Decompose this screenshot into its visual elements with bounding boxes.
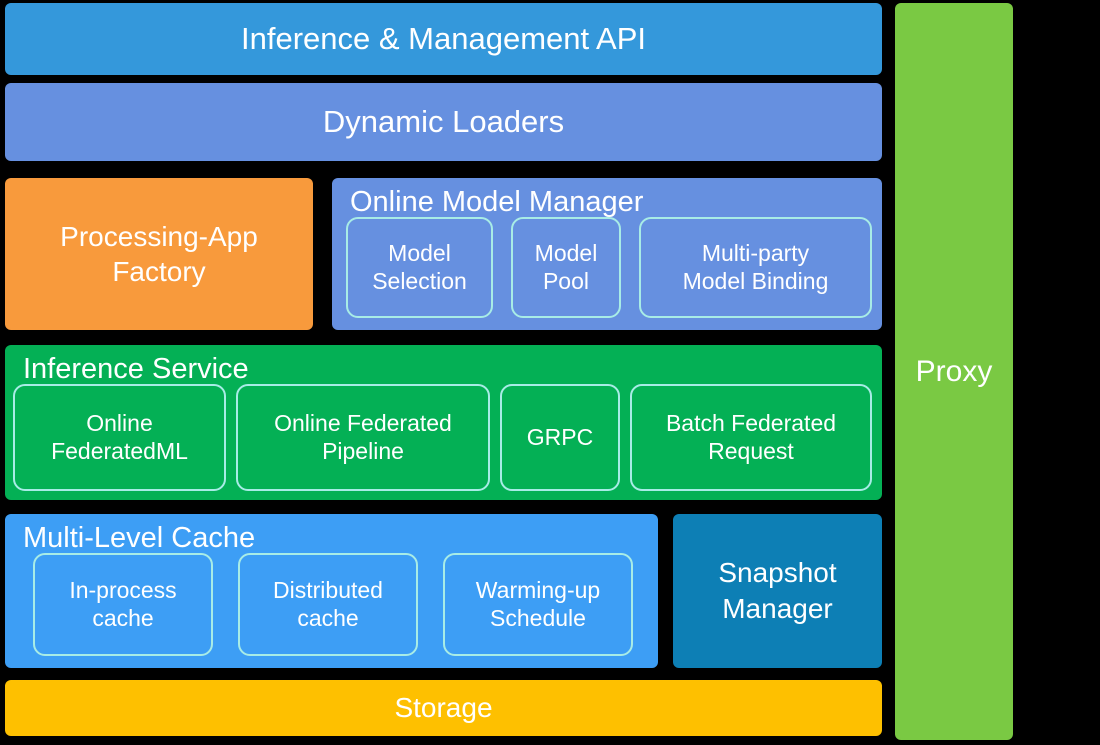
group-title-online-model-manager: Online Model Manager — [350, 186, 644, 218]
layer-label-proxy: Proxy — [915, 354, 993, 388]
layer-label-snapshot-manager: Snapshot Manager — [718, 555, 836, 627]
layer-storage: Storage — [5, 680, 882, 736]
factory-label-line2: Factory — [112, 256, 206, 287]
layer-processing-app-factory: Processing-App Factory — [5, 178, 313, 330]
layer-label-storage: Storage — [394, 692, 493, 723]
chip-model-selection-line2: Selection — [372, 267, 467, 294]
layer-label-dynamic-loaders: Dynamic Loaders — [322, 104, 565, 139]
layer-multi-level-cache: Multi-Level Cache In-process cache Distr… — [5, 514, 658, 668]
group-title-inference-service: Inference Service — [23, 353, 249, 385]
chip-grpc-line1: GRPC — [526, 423, 594, 450]
chip-model-pool-line2: Pool — [542, 267, 590, 294]
inference-service-chip-row: Online FederatedML Online Federated Pipe… — [5, 384, 882, 500]
layer-online-model-manager: Online Model Manager Model Selection Mod… — [332, 178, 882, 330]
chip-distributed-cache-line2: cache — [297, 604, 359, 631]
layer-proxy: Proxy — [895, 3, 1013, 740]
chip-model-binding-line2: Model Binding — [682, 267, 829, 294]
chip-batch-federated-request: Batch Federated Request — [630, 384, 872, 491]
multi-level-cache-chip-row: In-process cache Distributed cache Warmi… — [5, 553, 658, 668]
chip-model-selection-line1: Model — [388, 240, 451, 267]
layer-inference-service: Inference Service Online FederatedML Onl… — [5, 345, 882, 500]
chip-distributed-cache: Distributed cache — [238, 553, 418, 656]
model-manager-chip-row: Model Selection Model Pool Multi-party M… — [332, 217, 882, 330]
chip-model-pool-line1: Model — [534, 240, 598, 267]
chip-grpc: GRPC — [500, 384, 620, 491]
layer-label-api: Inference & Management API — [241, 21, 646, 56]
chip-distributed-cache-line1: Distributed — [273, 577, 383, 604]
chip-multi-party-model-binding: Multi-party Model Binding — [639, 217, 872, 318]
chip-online-federated-pipeline-line1: Online Federated — [274, 410, 452, 437]
chip-warming-up-schedule-line2: Schedule — [490, 604, 586, 631]
chip-model-binding-line1: Multi-party — [701, 240, 810, 267]
chip-warming-up-schedule: Warming-up Schedule — [443, 553, 633, 656]
chip-warming-up-schedule-line1: Warming-up — [475, 577, 601, 604]
chip-in-process-cache-line2: cache — [92, 604, 154, 631]
group-title-multi-level-cache: Multi-Level Cache — [23, 522, 256, 554]
layer-snapshot-manager: Snapshot Manager — [673, 514, 882, 668]
factory-label-line1: Processing-App — [60, 221, 258, 252]
chip-model-pool: Model Pool — [511, 217, 621, 318]
layer-dynamic-loaders: Dynamic Loaders — [5, 83, 882, 161]
chip-model-selection: Model Selection — [346, 217, 493, 318]
chip-in-process-cache: In-process cache — [33, 553, 213, 656]
snapshot-manager-line2: Manager — [722, 593, 833, 624]
layer-inference-management-api: Inference & Management API — [5, 3, 882, 75]
chip-online-federatedml-line2: FederatedML — [51, 437, 188, 464]
chip-batch-federated-request-line1: Batch Federated — [665, 410, 837, 437]
chip-in-process-cache-line1: In-process — [69, 577, 177, 604]
snapshot-manager-line1: Snapshot — [718, 557, 837, 589]
chip-batch-federated-request-line2: Request — [708, 437, 794, 464]
chip-online-federatedml: Online FederatedML — [13, 384, 226, 491]
layer-label-processing-app-factory: Processing-App Factory — [60, 219, 258, 289]
chip-online-federated-pipeline: Online Federated Pipeline — [236, 384, 490, 491]
chip-online-federatedml-line1: Online — [86, 410, 153, 437]
chip-online-federated-pipeline-line2: Pipeline — [322, 437, 404, 464]
